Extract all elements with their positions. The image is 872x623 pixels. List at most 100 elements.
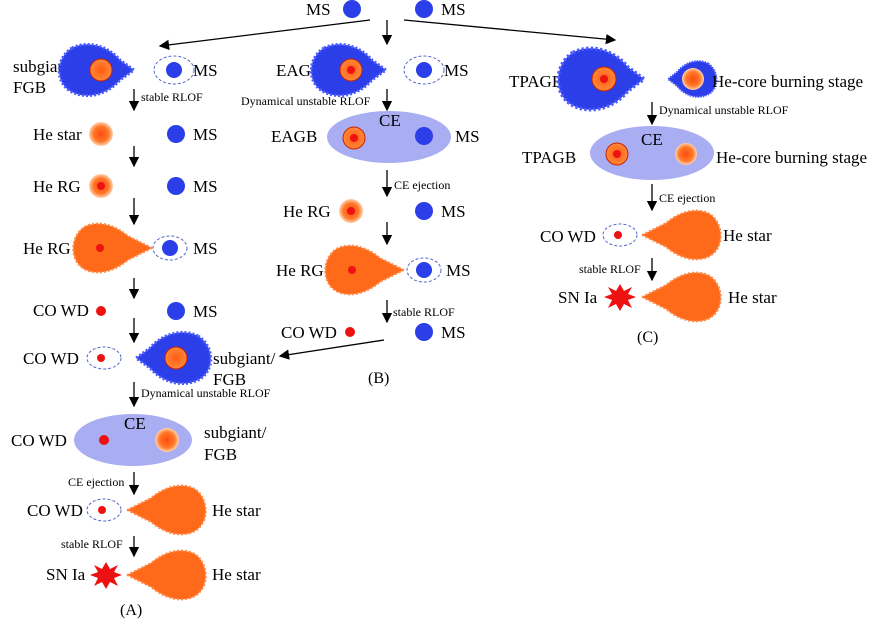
a7-right-label-2: FGB	[204, 445, 237, 464]
a6-core	[164, 346, 188, 370]
a4-left-label: He RG	[23, 239, 71, 258]
a6-right-label: subgiant/	[213, 349, 276, 368]
c4-left-label: SN Ia	[558, 288, 598, 307]
a4-core	[96, 244, 104, 252]
c2-transition: CE ejection	[659, 191, 715, 205]
caption-b: (B)	[368, 370, 389, 387]
c2-ce-label: CE	[641, 130, 663, 149]
b4-left-label: He RG	[276, 261, 324, 280]
a9-right-label: He star	[212, 565, 261, 584]
a9-he-star-lobe	[126, 549, 207, 601]
c4-he-star-lobe	[641, 271, 722, 323]
a7-right-label: subgiant/	[204, 423, 267, 442]
b5-ms-star	[415, 323, 433, 341]
b-to-a-arrow	[278, 339, 385, 360]
column-c: TPAGB He-core burning stage Dynamical un…	[509, 46, 867, 346]
c1-left-label: TPAGB	[509, 72, 563, 91]
b2-ms-star	[415, 127, 433, 145]
a1-ms-star	[166, 62, 182, 78]
b4-transition: stable RLOF	[393, 305, 455, 319]
a8-co-wd	[98, 506, 106, 514]
a4-right-label: MS	[193, 239, 218, 258]
a6-transition: Dynamical unstable RLOF	[141, 386, 271, 400]
a7-common-envelope	[74, 414, 192, 466]
a2-right-label: MS	[193, 125, 218, 144]
c4-right-label: He star	[728, 288, 777, 307]
c4-sn-ia-icon	[604, 284, 636, 311]
a6-right-label-2: FGB	[213, 370, 246, 389]
a4-ms-star	[162, 240, 178, 256]
a3-core	[97, 182, 105, 190]
c3-co-wd	[614, 231, 622, 239]
a5-right-label: MS	[193, 302, 218, 321]
a5-left-label: CO WD	[33, 301, 89, 320]
a1-ms-lobe	[153, 55, 195, 85]
b5-right-label: MS	[441, 323, 466, 342]
c2-right-label: He-core burning stage	[716, 148, 867, 167]
c3-he-star-lobe	[641, 209, 722, 261]
a2-left-label: He star	[33, 125, 82, 144]
a5-co-wd	[96, 306, 106, 316]
b3-ms-star	[415, 202, 433, 220]
caption-c: (C)	[637, 329, 658, 346]
column-a: subgiant/ FGB MS stable RLOF He star MS …	[11, 42, 276, 619]
a9-sn-ia-icon	[90, 562, 122, 589]
top-ms-right-label: MS	[441, 0, 466, 19]
a8-transition: stable RLOF	[61, 537, 123, 551]
c3-left-label: CO WD	[540, 227, 596, 246]
a2-ms-star	[167, 125, 185, 143]
caption-a: (A)	[120, 602, 142, 619]
b5-co-wd	[345, 327, 355, 337]
a3-left-label: He RG	[33, 177, 81, 196]
a6-left-label: CO WD	[23, 349, 79, 368]
a4-he-rg-lobe	[72, 222, 153, 274]
b1-left-label: EAGB	[276, 61, 322, 80]
c2-common-envelope	[590, 126, 714, 180]
b3-left-label: He RG	[283, 202, 331, 221]
a8-he-star-lobe	[126, 484, 207, 536]
b2-right-label: MS	[455, 127, 480, 146]
a2-he-star	[89, 122, 113, 146]
a7-core	[155, 428, 179, 452]
c2-left-label: TPAGB	[522, 148, 576, 167]
arrow-to-c	[403, 19, 617, 45]
b2-left-label: EAGB	[271, 127, 317, 146]
a3-right-label: MS	[193, 177, 218, 196]
c1-transition: Dynamical unstable RLOF	[659, 103, 789, 117]
a3-ms-star	[167, 177, 185, 195]
b1-ms-star	[416, 62, 432, 78]
a7-transition: CE ejection	[68, 475, 124, 489]
b3-right-label: MS	[441, 202, 466, 221]
top-ms-right-star	[415, 0, 433, 18]
c3-right-label: He star	[723, 226, 772, 245]
a8-right-label: He star	[212, 501, 261, 520]
c2-he-core-star	[675, 143, 697, 165]
a9-left-label: SN Ia	[46, 565, 86, 584]
a1-left-label-2: FGB	[13, 78, 46, 97]
b2-transition: CE ejection	[394, 178, 450, 192]
b4-ms-star	[416, 262, 432, 278]
arrow-to-a	[158, 19, 371, 51]
a1-right-label: MS	[193, 61, 218, 80]
b4-right-label: MS	[446, 261, 471, 280]
a5-ms-star	[167, 302, 185, 320]
a6-co-wd	[97, 354, 105, 362]
b2-ce-label: CE	[379, 111, 401, 130]
c1-he-core-star	[682, 68, 704, 90]
c1-right-label: He-core burning stage	[712, 72, 863, 91]
column-b: EAGB MS Dynamical unstable RLOF CE EAGB …	[241, 42, 480, 387]
b1-transition: Dynamical unstable RLOF	[241, 94, 371, 108]
a1-transition: stable RLOF	[141, 90, 203, 104]
top-ms-left-star	[343, 0, 361, 18]
b5-left-label: CO WD	[281, 323, 337, 342]
b2-common-envelope	[327, 111, 451, 163]
b1-right-label: MS	[444, 61, 469, 80]
a7-ce-label: CE	[124, 414, 146, 433]
a7-left-label: CO WD	[11, 431, 67, 450]
c3-transition: stable RLOF	[579, 262, 641, 276]
top-ms-left-label: MS	[306, 0, 331, 19]
a7-co-wd	[99, 435, 109, 445]
a1-core-icon	[89, 58, 113, 82]
a8-left-label: CO WD	[27, 501, 83, 520]
